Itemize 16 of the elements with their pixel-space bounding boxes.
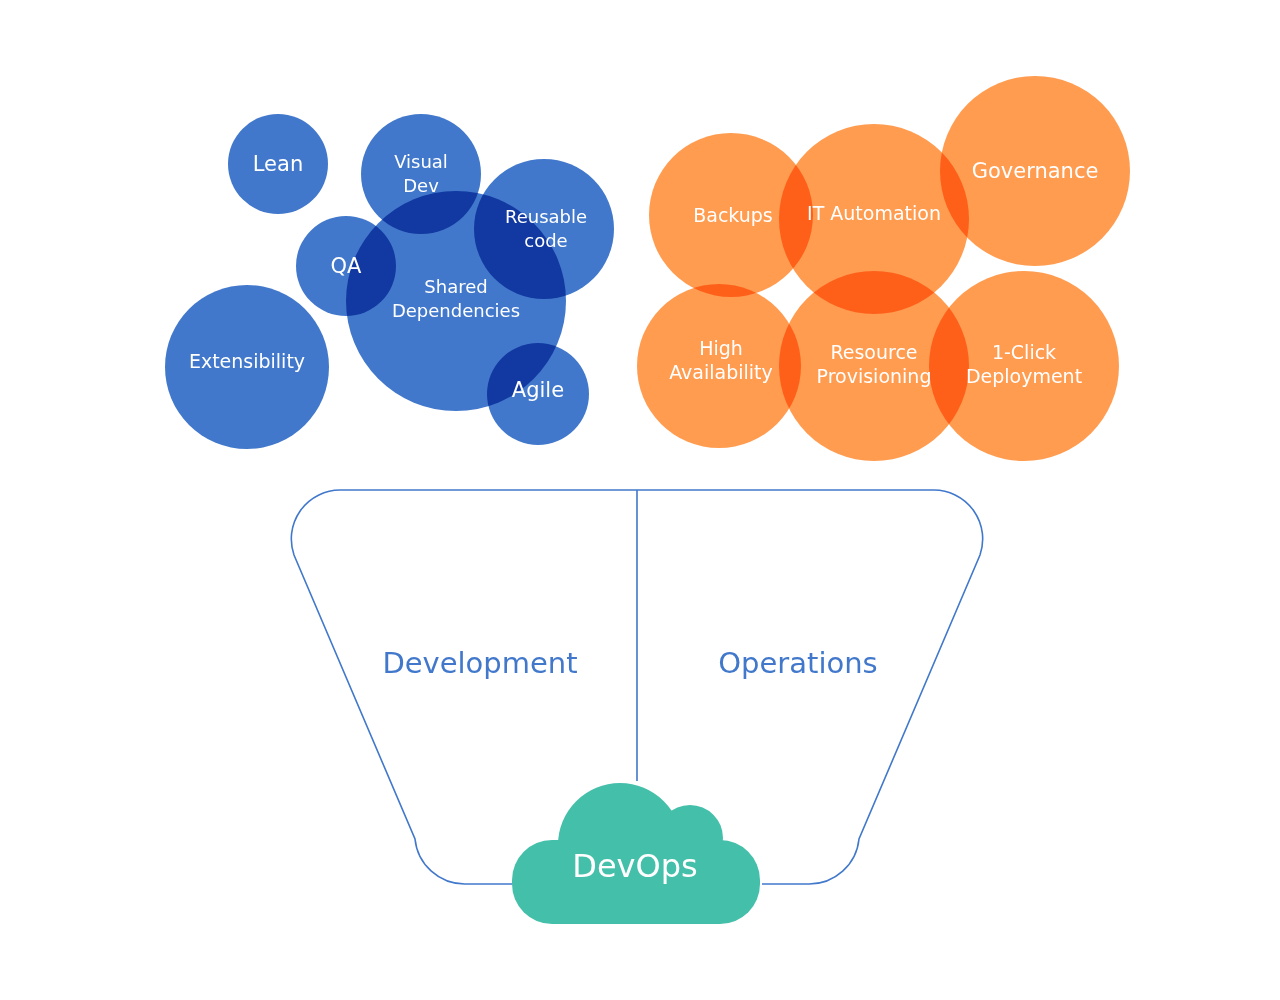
section-label: Development	[382, 646, 578, 680]
bubble-label: Backups	[692, 203, 774, 227]
bubble-label: Agile	[510, 378, 566, 402]
bubble-label: High Availability	[668, 336, 774, 384]
bubble-label: Shared Dependencies	[390, 275, 522, 323]
cloud-label: DevOps	[572, 847, 698, 885]
bubble-label: Visual Dev	[393, 150, 449, 198]
bubble-label: Extensibility	[187, 349, 307, 373]
bubble-label: Reusable code	[503, 205, 589, 253]
bubble-label: QA	[329, 254, 363, 278]
bubble-label: IT Automation	[806, 201, 942, 225]
bubble-label: Resource Provisioning	[815, 340, 933, 388]
section-label: Operations	[718, 646, 878, 680]
bubble-label: Governance	[970, 159, 1100, 183]
bubble-label: Lean	[251, 152, 305, 176]
bubble-label: 1-Click Deployment	[964, 340, 1084, 388]
